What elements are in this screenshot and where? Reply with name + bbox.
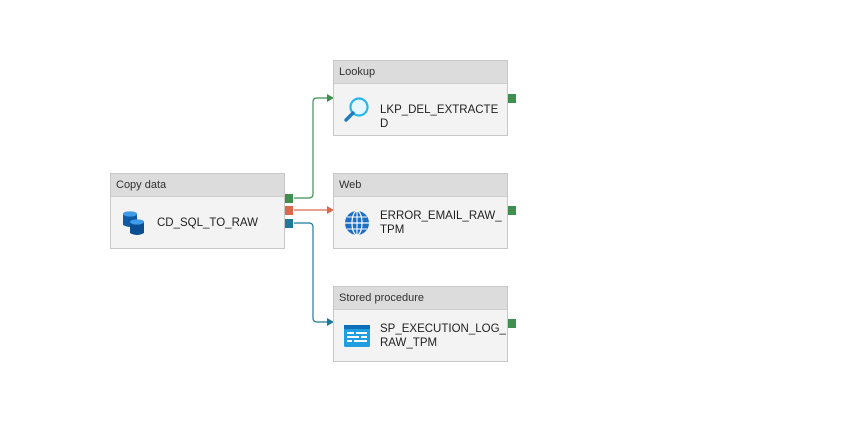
- activity-web[interactable]: Web ERROR_EMAIL_RAW_TPM: [333, 173, 508, 249]
- activity-name: SP_EXECUTION_LOG_RAW_TPM: [380, 323, 506, 349]
- success-connector[interactable]: [294, 97, 328, 199]
- activity-lookup[interactable]: Lookup LKP_DEL_EXTRACTED: [333, 60, 508, 136]
- activity-type-label: Lookup: [334, 61, 507, 84]
- completion-arrowhead: [327, 318, 334, 326]
- globe-icon: [345, 210, 369, 236]
- stored-procedure-icon: [344, 325, 370, 347]
- failure-output-port[interactable]: [285, 206, 293, 215]
- activity-copy-data[interactable]: Copy data CD_SQL_TO_RAW: [110, 173, 285, 249]
- failure-arrowhead: [327, 206, 334, 214]
- completion-output-port[interactable]: [285, 219, 293, 228]
- activity-name: ERROR_EMAIL_RAW_TPM: [380, 210, 502, 236]
- completion-connector[interactable]: [294, 222, 328, 323]
- success-output-port[interactable]: [508, 206, 516, 215]
- success-output-port[interactable]: [508, 319, 516, 328]
- success-output-port[interactable]: [508, 94, 516, 103]
- success-arrowhead: [327, 94, 334, 102]
- success-output-port[interactable]: [285, 194, 293, 203]
- activity-type-label: Web: [334, 174, 507, 197]
- activity-name: CD_SQL_TO_RAW: [157, 217, 258, 229]
- activity-name: LKP_DEL_EXTRACTED: [380, 104, 499, 130]
- activity-type-label: Copy data: [111, 174, 284, 197]
- search-icon: [344, 97, 369, 122]
- activity-type-label: Stored procedure: [334, 287, 507, 310]
- activity-stored-procedure[interactable]: Stored procedure SP_EXECUTION_LOG_RAW_TP…: [333, 286, 508, 362]
- database-icon: [123, 211, 144, 235]
